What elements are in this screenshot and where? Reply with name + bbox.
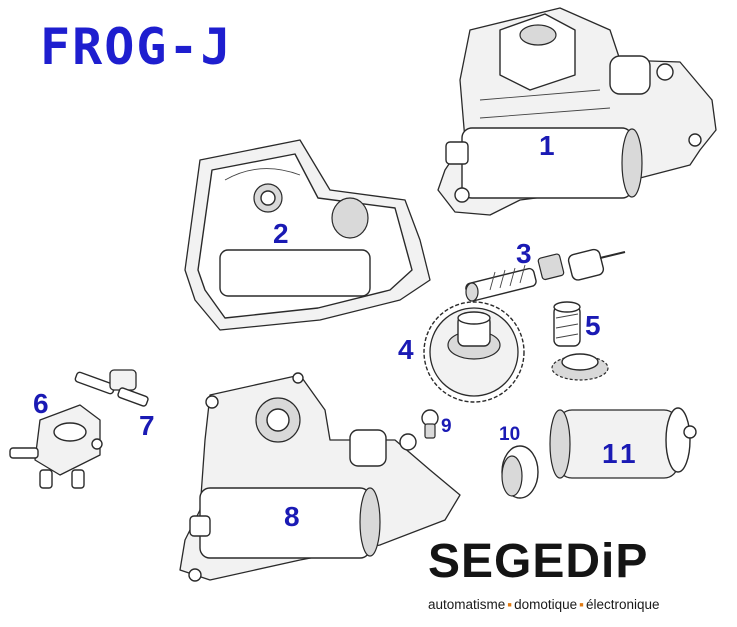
tagline-automatisme: automatisme [428,597,506,612]
part-6-bracket [9,404,103,489]
tagline-dot-icon: ▪ [507,597,513,612]
callout-8: 8 [284,501,300,532]
callout-7: 7 [139,410,155,441]
part-1-motor-gearbox [437,7,717,216]
logo-wordmark: SEGEDiP [428,535,649,588]
part-2-cover [184,139,431,331]
part-10-bushing [501,445,539,499]
callout-5: 5 [585,310,601,341]
part-5-pinion [551,301,609,381]
part-8-housing [179,372,461,582]
callout-2: 2 [273,218,289,249]
tagline-dot-icon: ▪ [579,597,584,612]
page-title: FROG-J [40,18,233,76]
callout-3: 3 [516,238,532,269]
part-3-worm-shaft [465,248,626,302]
callout-6: 6 [33,388,49,419]
callout-11: 11 [602,438,640,469]
part-11-motor [549,407,697,479]
callout-9: 9 [441,416,452,437]
callout-10: 10 [499,424,521,445]
logo-tagline: automatisme▪domotique▪électronique [428,598,660,612]
part-7-axle [74,369,149,407]
part-4-gear-wheel [423,301,525,403]
callout-4: 4 [398,334,414,365]
callout-1: 1 [539,130,555,161]
part-9-screw [421,409,439,439]
segedip-logo: SEGEDiP automatisme▪domotique▪électroniq… [412,536,684,622]
tagline-domotique: domotique [514,597,578,612]
tagline-electronique: électronique [585,597,660,612]
